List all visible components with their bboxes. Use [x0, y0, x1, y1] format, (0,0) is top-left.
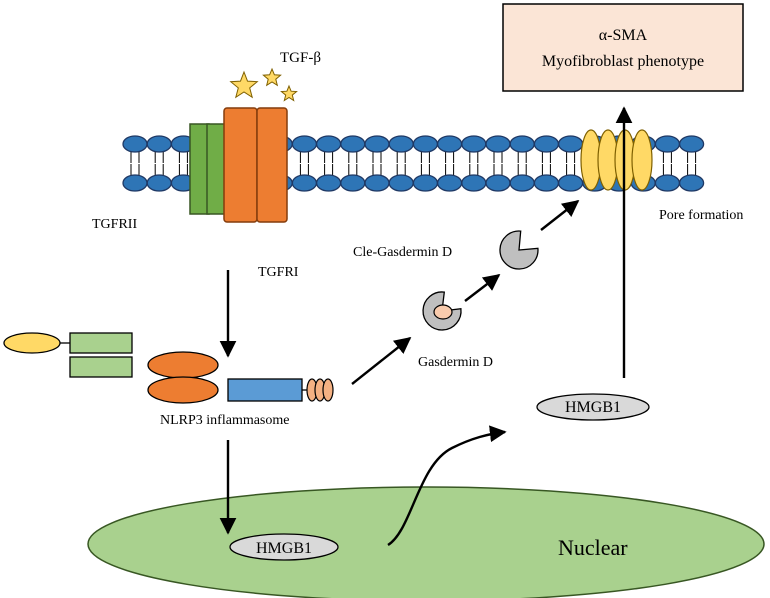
- lipid-head: [678, 135, 705, 153]
- tgfri-receptor: [223, 107, 288, 223]
- lipid-head: [340, 174, 366, 192]
- gasdermin-pore: [580, 129, 653, 191]
- lipid-head: [678, 174, 705, 192]
- arrow-gasdermin-to-cleaved: [464, 273, 501, 302]
- label-outcome-line1: α-SMA: [599, 27, 648, 44]
- nlrp3-inflammasome: [3, 332, 334, 404]
- lipid-head: [557, 174, 584, 192]
- lipid-head: [509, 174, 535, 192]
- lipid-head: [485, 174, 511, 192]
- tgf-beta-star: [229, 70, 259, 99]
- tgf-beta-star: [262, 67, 282, 87]
- label-pore-formation: Pore formation: [659, 208, 743, 223]
- lipid-head: [146, 135, 172, 153]
- lipid-head: [533, 174, 560, 192]
- label-outcome-line2: Myofibroblast phenotype: [542, 53, 704, 70]
- label-tgf-beta: TGF-β: [280, 50, 321, 66]
- lipid-head: [122, 174, 148, 192]
- lipid-head: [291, 135, 318, 153]
- label-nuclear: Nuclear: [558, 535, 628, 560]
- lipid-head: [388, 174, 414, 192]
- gasdermin-d: [422, 291, 462, 331]
- lipid-head: [461, 135, 487, 153]
- outcome-box: [502, 3, 744, 92]
- lipid-head: [436, 174, 463, 192]
- lipid-head: [557, 135, 584, 153]
- arrow-hmgb1-nucleus-to-cytoplasm: [387, 425, 507, 547]
- lipid-head: [388, 135, 414, 153]
- tgfrii-receptor: [189, 123, 227, 215]
- lipid-head: [340, 135, 366, 153]
- lipid-head: [654, 174, 681, 192]
- lipid-head: [485, 135, 511, 153]
- lipid-head: [461, 174, 487, 192]
- lipid-head: [654, 135, 681, 153]
- tgf-beta-star: [280, 84, 298, 102]
- lipid-head: [315, 135, 342, 153]
- arrow-nlrp3-to-gasdermin: [351, 336, 412, 385]
- lipid-head: [122, 135, 148, 153]
- tgf-beta-ligand: [229, 67, 298, 102]
- label-cle-gasdermin: Cle-Gasdermin D: [353, 245, 452, 260]
- lipid-head: [364, 174, 390, 192]
- lipid-head: [315, 174, 342, 192]
- lipid-head: [412, 135, 439, 153]
- cleaved-gasdermin-d: [499, 230, 539, 270]
- label-gasdermin: Gasdermin D: [418, 355, 493, 370]
- label-nlrp3: NLRP3 inflammasome: [160, 413, 290, 428]
- lipid-head: [412, 174, 439, 192]
- lipid-head: [533, 135, 560, 153]
- label-tgfrii: TGFRII: [92, 217, 137, 232]
- lipid-head: [436, 135, 463, 153]
- hmgb1-cytoplasm-shape: [536, 393, 650, 421]
- lipid-head: [364, 135, 390, 153]
- label-hmgb1-nucleus: HMGB1: [256, 540, 312, 557]
- arrow-cleaved-to-pore: [540, 199, 580, 231]
- lipid-head: [146, 174, 172, 192]
- label-tgfri: TGFRI: [258, 265, 299, 280]
- nucleus: [87, 486, 765, 598]
- label-hmgb1-cytoplasm: HMGB1: [565, 399, 621, 416]
- lipid-head: [291, 174, 318, 192]
- hmgb1-nucleus-shape: [229, 533, 339, 561]
- lipid-head: [509, 135, 535, 153]
